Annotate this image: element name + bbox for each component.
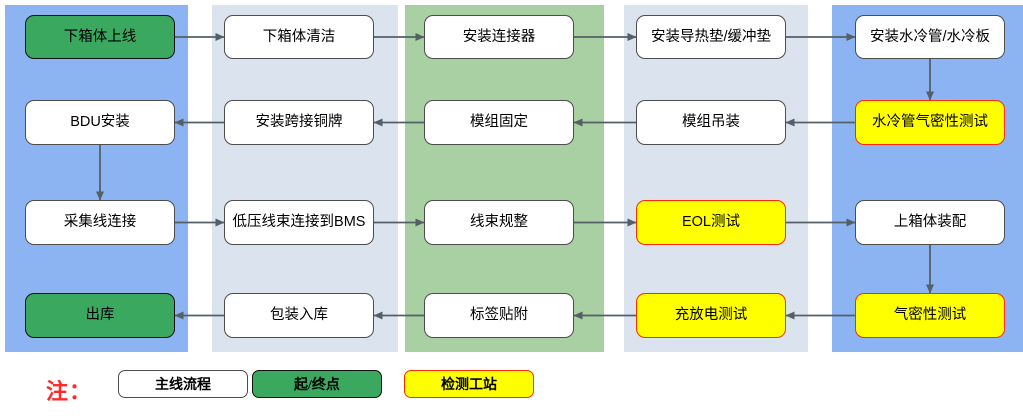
legend-item-terminal: 起/终点 — [252, 370, 382, 398]
legend: 注： 主线流程 起/终点 检测工站 — [0, 358, 1023, 420]
node-n14[interactable]: EOL测试 — [636, 200, 786, 245]
node-n17[interactable]: 充放电测试 — [636, 293, 786, 338]
node-label: 模组吊装 — [682, 114, 740, 131]
node-n2[interactable]: 下箱体清洁 — [224, 15, 374, 59]
node-n3[interactable]: 安装连接器 — [424, 15, 574, 59]
node-n15[interactable]: 上箱体装配 — [855, 200, 1005, 245]
node-n18[interactable]: 标签贴附 — [424, 293, 574, 338]
legend-item-test: 检测工站 — [404, 370, 534, 398]
node-n1[interactable]: 下箱体上线 — [25, 15, 175, 59]
node-n20[interactable]: 出库 — [25, 293, 175, 338]
node-label: 上箱体装配 — [893, 214, 967, 231]
node-label: 安装水冷管/水冷板 — [869, 28, 991, 45]
node-label: 线束规整 — [470, 214, 528, 231]
node-label: 下箱体清洁 — [262, 28, 336, 45]
legend-item-label: 起/终点 — [294, 378, 340, 393]
node-label: 低压线束连接到BMS — [232, 214, 366, 231]
node-label: 模组固定 — [470, 114, 528, 131]
node-label: 水冷管气密性测试 — [872, 114, 988, 131]
node-label: EOL测试 — [681, 214, 740, 231]
node-n13[interactable]: 线束规整 — [424, 200, 574, 245]
node-n6[interactable]: 水冷管气密性测试 — [855, 100, 1005, 145]
node-label: 安装跨接铜牌 — [255, 114, 343, 131]
node-n8[interactable]: 模组固定 — [424, 100, 574, 145]
node-n10[interactable]: BDU安装 — [25, 100, 175, 145]
node-label: 下箱体上线 — [63, 28, 137, 45]
node-label: 采集线连接 — [63, 214, 137, 231]
node-n5[interactable]: 安装水冷管/水冷板 — [855, 15, 1005, 59]
legend-item-label: 检测工站 — [441, 378, 497, 393]
node-label: 安装导热垫/缓冲垫 — [650, 28, 772, 45]
node-n16[interactable]: 气密性测试 — [855, 293, 1005, 338]
node-n9[interactable]: 安装跨接铜牌 — [224, 100, 374, 145]
node-label: 包装入库 — [270, 307, 328, 324]
node-n12[interactable]: 低压线束连接到BMS — [224, 200, 374, 245]
node-label: 充放电测试 — [674, 307, 748, 324]
node-n19[interactable]: 包装入库 — [224, 293, 374, 338]
legend-note-label: 注： — [46, 379, 93, 404]
node-label: 标签贴附 — [470, 307, 528, 324]
node-n11[interactable]: 采集线连接 — [25, 200, 175, 245]
node-label: 安装连接器 — [462, 28, 536, 45]
node-n4[interactable]: 安装导热垫/缓冲垫 — [636, 15, 786, 59]
legend-item-label: 主线流程 — [155, 378, 211, 393]
node-n7[interactable]: 模组吊装 — [636, 100, 786, 145]
node-label: BDU安装 — [70, 114, 130, 131]
node-label: 出库 — [85, 307, 115, 324]
legend-item-process: 主线流程 — [118, 370, 248, 398]
node-label: 气密性测试 — [893, 307, 967, 324]
